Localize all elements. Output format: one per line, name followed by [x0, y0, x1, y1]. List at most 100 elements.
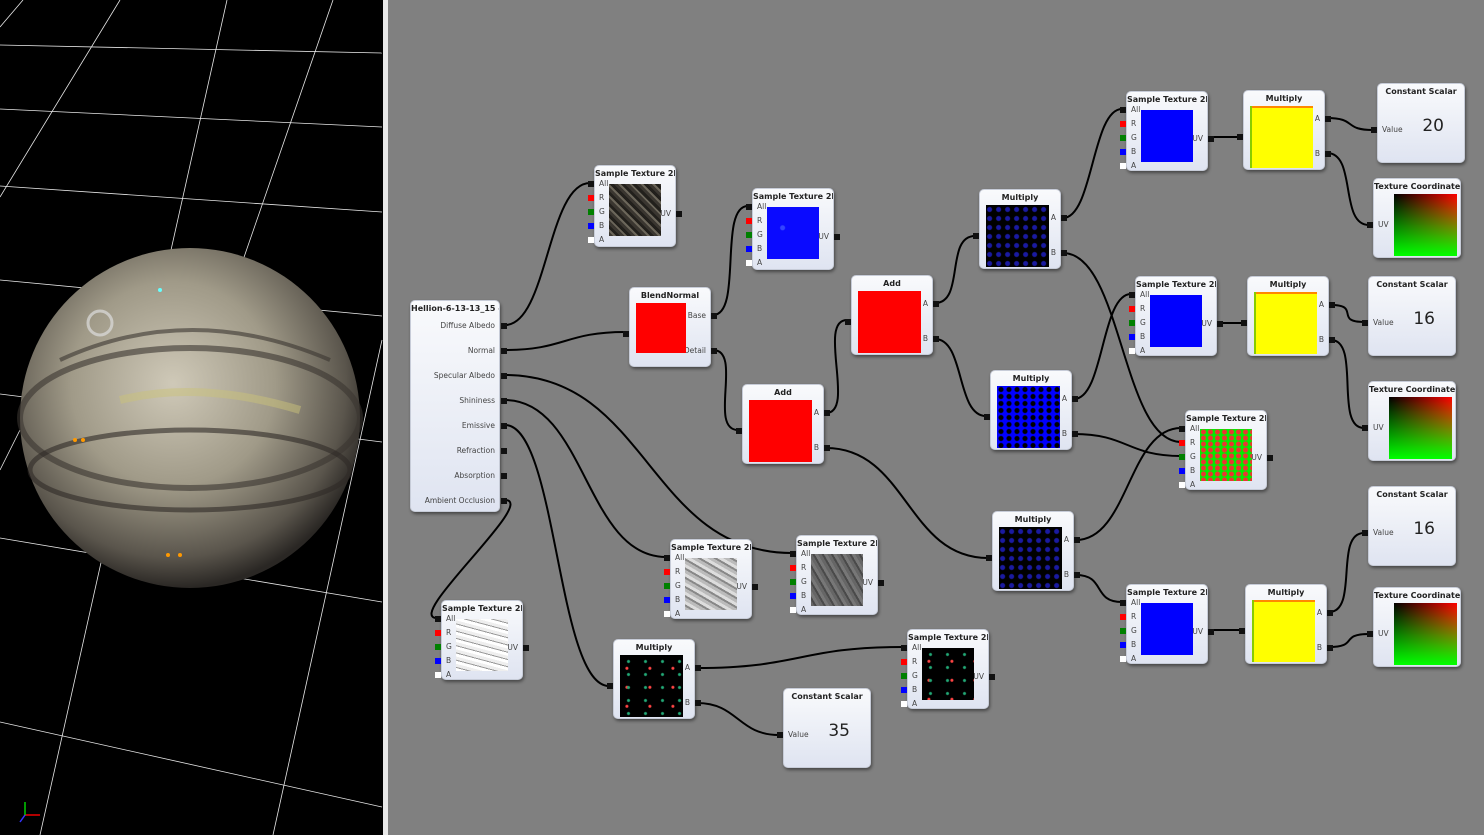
input-port[interactable]: [523, 645, 529, 651]
port-label: Ambient Occlusion: [424, 496, 495, 505]
input-port[interactable]: [1072, 396, 1078, 402]
node-material-output[interactable]: Hellion-6-13-13_15 - DetDiffuse AlbedoNo…: [410, 300, 507, 512]
output-port[interactable]: [1237, 134, 1243, 140]
3d-viewport[interactable]: [0, 0, 383, 835]
input-port[interactable]: [695, 665, 701, 671]
scalar-value[interactable]: 35: [828, 721, 850, 741]
input-port[interactable]: [1327, 645, 1333, 651]
output-port[interactable]: [435, 616, 441, 622]
input-port[interactable]: [1217, 321, 1223, 327]
output-port[interactable]: [1179, 426, 1185, 432]
output-port[interactable]: [623, 331, 629, 337]
output-port[interactable]: [1371, 127, 1377, 133]
output-port[interactable]: [1362, 530, 1368, 536]
output-port[interactable]: [1367, 631, 1373, 637]
input-port[interactable]: [824, 445, 830, 451]
input-port[interactable]: [501, 473, 507, 479]
output-port[interactable]: [1362, 425, 1368, 431]
output-port[interactable]: [736, 428, 742, 434]
output-port[interactable]: [790, 551, 796, 557]
input-port[interactable]: [752, 584, 758, 590]
input-port[interactable]: [878, 580, 884, 586]
output-port[interactable]: [1129, 292, 1135, 298]
input-port[interactable]: [1327, 610, 1333, 616]
output-port[interactable]: [973, 233, 979, 239]
input-port[interactable]: [1208, 629, 1214, 635]
output-port[interactable]: [984, 414, 990, 420]
output-port[interactable]: [1241, 320, 1247, 326]
input-port[interactable]: [1208, 136, 1214, 142]
input-port[interactable]: [824, 410, 830, 416]
panel-splitter[interactable]: [383, 0, 388, 835]
input-port[interactable]: [711, 348, 717, 354]
output-port[interactable]: [845, 319, 851, 325]
output-port[interactable]: [607, 683, 613, 689]
output-port[interactable]: [1367, 222, 1373, 228]
input-port[interactable]: [501, 323, 507, 329]
input-port[interactable]: [989, 674, 995, 680]
output-port[interactable]: [1239, 628, 1245, 634]
output-port[interactable]: [588, 181, 594, 187]
output-port[interactable]: [777, 732, 783, 738]
input-port[interactable]: [933, 301, 939, 307]
input-port[interactable]: [501, 498, 507, 504]
input-port[interactable]: [1061, 250, 1067, 256]
input-port[interactable]: [1072, 431, 1078, 437]
scalar-value[interactable]: 20: [1422, 116, 1444, 136]
input-port[interactable]: [676, 211, 682, 217]
input-port[interactable]: [1325, 151, 1331, 157]
input-port[interactable]: [834, 234, 840, 240]
input-port[interactable]: [1325, 116, 1331, 122]
input-port[interactable]: [1329, 302, 1335, 308]
input-port[interactable]: [501, 448, 507, 454]
output-port[interactable]: [664, 555, 670, 561]
input-port[interactable]: [1061, 215, 1067, 221]
input-port[interactable]: [711, 313, 717, 319]
output-port[interactable]: [986, 555, 992, 561]
input-port[interactable]: [1074, 537, 1080, 543]
output-port[interactable]: [1362, 320, 1368, 326]
input-port[interactable]: [1267, 455, 1273, 461]
input-port[interactable]: [1074, 572, 1080, 578]
scalar-value[interactable]: 16: [1413, 309, 1435, 329]
output-port[interactable]: [746, 204, 752, 210]
input-port[interactable]: [695, 700, 701, 706]
input-port[interactable]: [501, 348, 507, 354]
scalar-value[interactable]: 16: [1413, 519, 1435, 539]
output-port[interactable]: [1120, 600, 1126, 606]
output-port[interactable]: [901, 645, 907, 651]
input-port[interactable]: [501, 423, 507, 429]
output-port[interactable]: [1120, 107, 1126, 113]
input-port[interactable]: [933, 336, 939, 342]
input-port[interactable]: [1329, 337, 1335, 343]
input-port[interactable]: [501, 373, 507, 379]
input-port[interactable]: [501, 398, 507, 404]
